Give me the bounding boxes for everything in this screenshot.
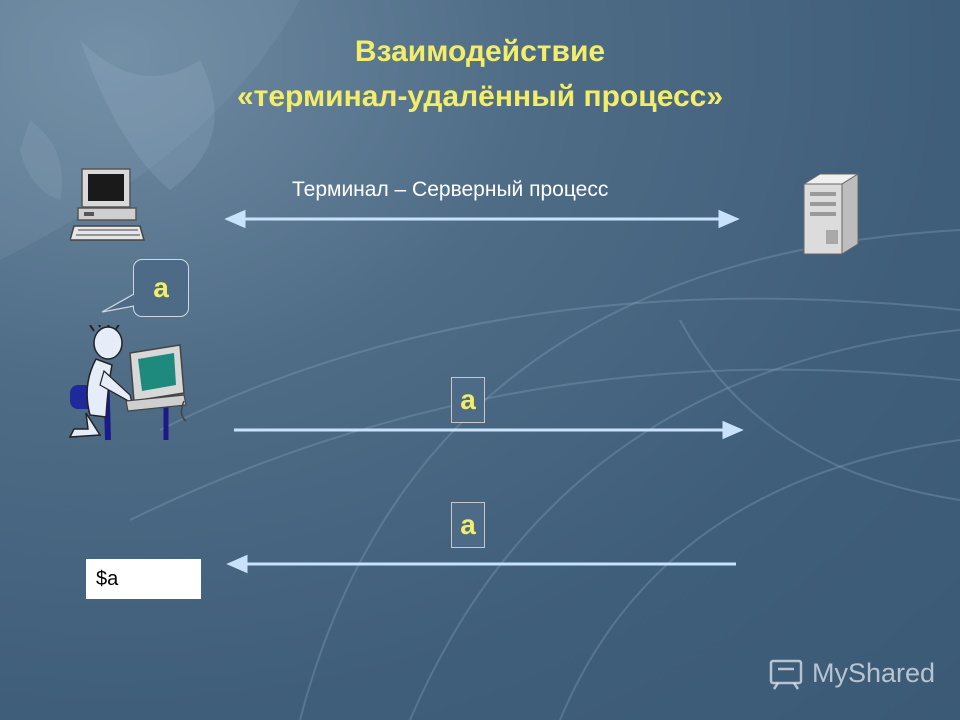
watermark-text: MyShared	[812, 658, 936, 688]
message-forward: a	[451, 377, 485, 423]
return-arrow	[226, 554, 736, 574]
title-line-2: «терминал-удалённый процесс»	[236, 80, 724, 113]
bubble-text: a	[153, 272, 169, 303]
connection-caption: Терминал – Серверный процесс	[292, 178, 609, 201]
title-line-1: Взаимодействие	[354, 35, 606, 68]
speech-bubble-tail	[101, 293, 135, 313]
bidirectional-arrow	[224, 209, 740, 229]
computer-icon	[70, 168, 145, 241]
watermark-logo-icon	[769, 659, 803, 690]
speech-bubble: a	[133, 259, 189, 317]
message-back: a	[451, 502, 485, 548]
terminal-screen: $a	[86, 559, 201, 599]
server-icon	[802, 173, 860, 255]
user-at-computer-icon	[68, 325, 187, 441]
forward-arrow	[234, 420, 744, 440]
